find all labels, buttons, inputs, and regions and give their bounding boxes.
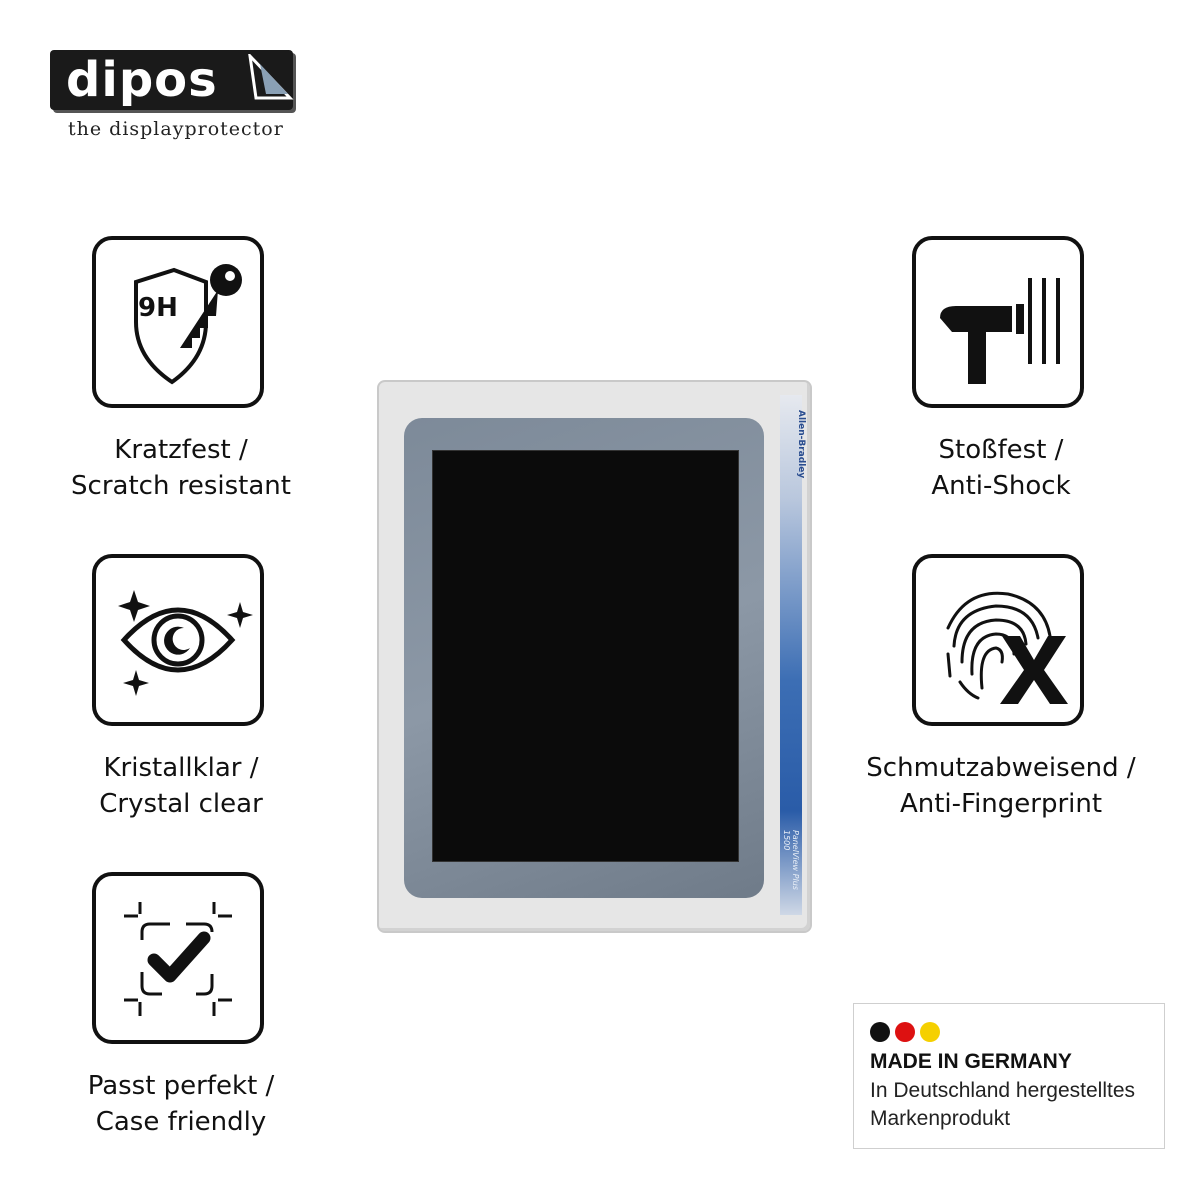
badge-title: MADE IN GERMANY: [870, 1050, 1072, 1073]
device-screen: [432, 450, 739, 862]
hammer-impact-icon: [940, 278, 1060, 384]
feature-label-fit: Passt perfekt / Case friendly: [87, 1071, 275, 1137]
badge-line-1: In Deutschland hergestelltes: [870, 1079, 1135, 1102]
flag-dot-red: [895, 1022, 915, 1042]
svg-text:9H: 9H: [138, 293, 178, 323]
feature-tile-scratch: 9H: [92, 236, 264, 408]
device-model: PanelView Plus 1500: [782, 830, 800, 890]
feature-tile-fingerprint: [912, 554, 1084, 726]
feature-label-shock: Stoßfest / Anti-Shock: [931, 435, 1071, 501]
feature-label-clear: Kristallklar / Crystal clear: [99, 753, 263, 819]
brand-tagline: the displayprotector: [68, 118, 284, 140]
badge-line-2: Markenprodukt: [870, 1107, 1011, 1130]
feature-tile-shock: [912, 236, 1084, 408]
flag-dot-gold: [920, 1022, 940, 1042]
frame-check-icon: [124, 902, 232, 1016]
device-brand: Allen-Bradley: [796, 410, 806, 479]
device-brand-stripe: [780, 395, 802, 915]
feature-tile-clear: [92, 554, 264, 726]
brand-name: dipos: [66, 52, 218, 108]
feature-label-fingerprint: Schmutzabweisend / Anti-Fingerprint: [866, 753, 1136, 819]
flag-dot-black: [870, 1022, 890, 1042]
eye-sparkle-icon: [118, 590, 253, 696]
shield-key-9h-icon: 9H: [134, 264, 242, 385]
feature-label-scratch: Kratzfest / Scratch resistant: [71, 435, 291, 501]
fingerprint-x-icon: [946, 591, 1068, 704]
feature-tile-fit: [92, 872, 264, 1044]
peel-corner-icon: [248, 54, 294, 100]
